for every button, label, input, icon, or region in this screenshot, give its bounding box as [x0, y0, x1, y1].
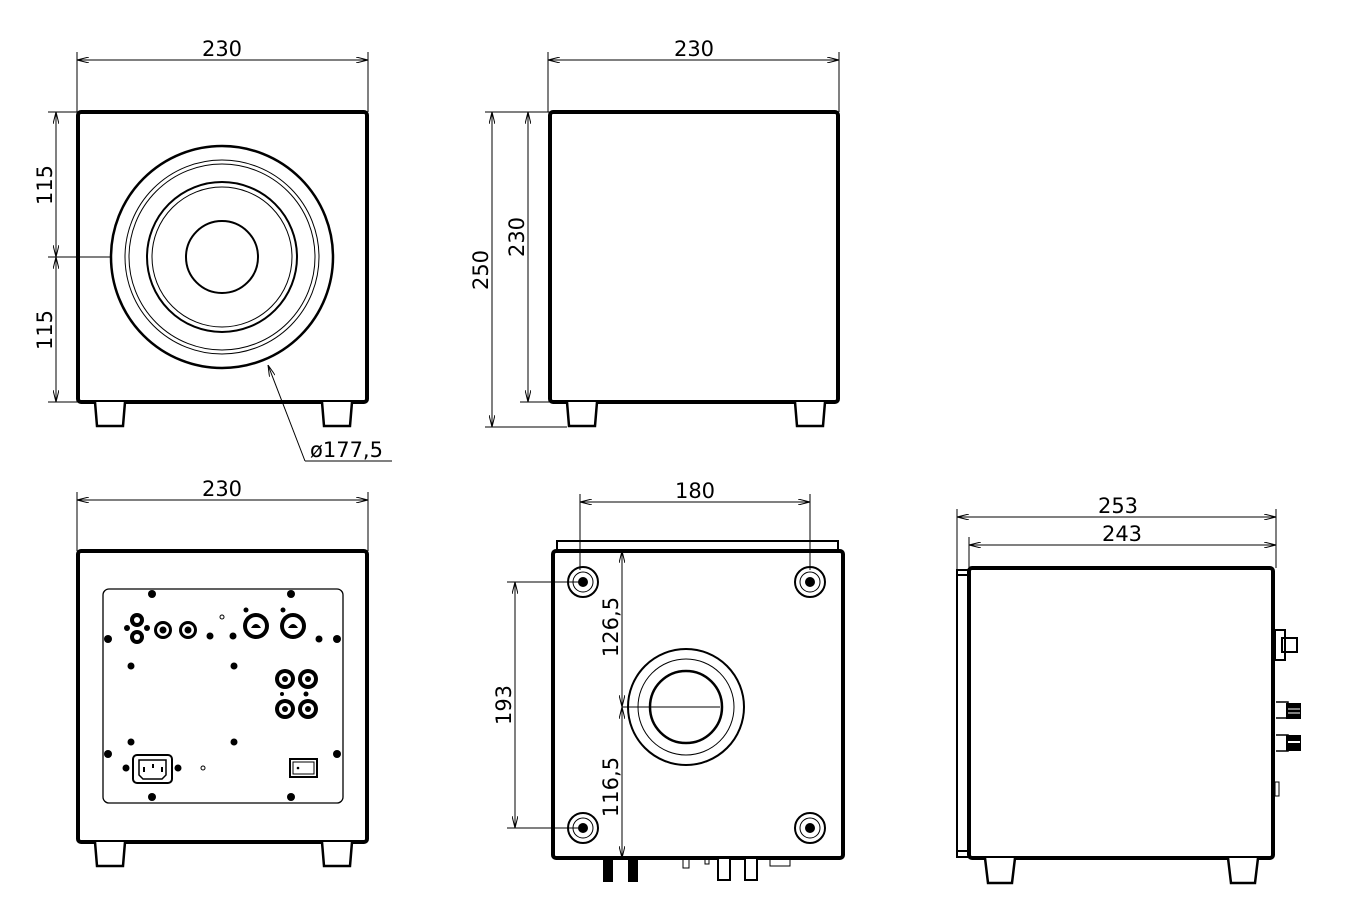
foot: [1226, 857, 1260, 885]
rear-width-dimension: 230: [76, 477, 369, 551]
foot: [320, 841, 354, 868]
dimension-label: 180: [675, 479, 715, 503]
dimension-label: 126,5: [599, 597, 623, 657]
dimension-label: 230: [505, 217, 529, 257]
dimension-label: 115: [33, 165, 57, 205]
front-width-dimension: 230: [76, 37, 369, 112]
woofer-driver: [109, 144, 335, 370]
bottom-view: 180 193 126,5 116,5: [492, 479, 845, 882]
foot: [793, 401, 827, 428]
front-height-dimensions: 115 115: [33, 111, 111, 403]
rca-inputs: [275, 669, 318, 719]
foot-spacing-x-dimension: 180: [579, 479, 811, 570]
dimension-label: 230: [674, 37, 714, 61]
rear-view: 230: [76, 477, 369, 868]
dimension-label: 230: [202, 477, 242, 501]
dimension-label: 243: [1102, 522, 1142, 546]
power-inlet: [132, 754, 206, 784]
dimension-label: 253: [1098, 494, 1138, 518]
foot: [93, 841, 127, 868]
depth-dimensions: 253 243: [956, 494, 1277, 570]
profile-view: 253 243: [956, 494, 1301, 885]
dimension-label: 115: [33, 310, 57, 350]
passive-radiator: [622, 648, 745, 766]
dimension-label: 116,5: [599, 757, 623, 817]
dimension-label: 230: [202, 37, 242, 61]
side-view: 230 230 250: [469, 37, 840, 428]
amplifier-panel: [102, 588, 344, 804]
side-width-dimension: 230: [547, 37, 840, 112]
foot: [320, 401, 354, 428]
dimension-label: 193: [492, 685, 516, 725]
side-height-dimensions: 230 250: [469, 111, 567, 428]
dimension-label: ø177,5: [310, 438, 383, 462]
power-switch: [289, 758, 318, 778]
foot: [93, 401, 127, 428]
port-position-dimensions: 126,5 116,5: [599, 551, 623, 858]
rear-connectors-profile: [1274, 629, 1301, 797]
foot: [565, 401, 599, 428]
dimension-label: 250: [469, 250, 493, 290]
foot: [983, 857, 1017, 885]
foot-spacing-y-dimension: 193: [492, 581, 583, 829]
driver-diameter-callout: ø177,5: [268, 365, 392, 462]
xlr-inputs: [243, 607, 306, 639]
speaker-terminals: [124, 613, 225, 644]
bottom-connectors: [603, 857, 791, 882]
front-view: 230 115 115 ø177,5: [33, 37, 392, 462]
